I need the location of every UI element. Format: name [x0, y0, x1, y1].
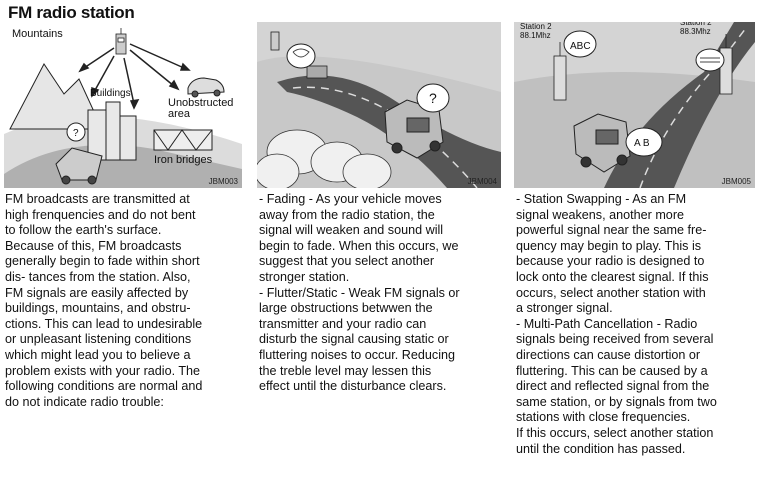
- buildings-shape: [87, 101, 137, 161]
- bubble-car-text: A B: [634, 138, 650, 149]
- obstructions-drawing: ?: [4, 28, 242, 188]
- illustration-fading: ? JBM004: [257, 22, 501, 188]
- page-title: FM radio station: [8, 3, 135, 22]
- question-mark: ?: [429, 90, 437, 106]
- tower-icon: [115, 28, 127, 55]
- bubble-left-text: ABC: [570, 41, 591, 52]
- tower-icon: [270, 31, 280, 51]
- svg-text:?: ?: [73, 128, 79, 139]
- text-column-swapping-multipath: - Station Swapping - As an FM signal wea…: [516, 192, 717, 456]
- figure-code: JBM003: [208, 177, 238, 186]
- trees-shape: [257, 129, 392, 188]
- text-column-intro: FM broadcasts are transmitted at high fr…: [5, 192, 203, 409]
- small-car-icon: [306, 65, 328, 79]
- illustration-station-swapping: ABC A B Station 2 88.1Mhz Station 2 88.3…: [514, 22, 755, 188]
- fading-drawing: ?: [257, 31, 501, 188]
- car-icon: [187, 77, 225, 98]
- label-station-right: Station 2 88.3Mhz: [680, 22, 712, 36]
- iron-bridge-shape: [153, 129, 213, 151]
- label-mountains: Mountains: [12, 28, 63, 40]
- label-buildings: Buildings: [90, 88, 131, 99]
- label-station-left: Station 2 88.1Mhz: [520, 22, 552, 40]
- figure-code: JBM004: [467, 177, 497, 186]
- swapping-drawing: ABC A B: [514, 22, 755, 188]
- tower-left-icon: [553, 42, 567, 101]
- label-unobstructed-area: Unobstructed area: [168, 97, 234, 120]
- figure-code: JBM005: [721, 177, 751, 186]
- label-iron-bridges: Iron bridges: [154, 154, 213, 166]
- car-icon: [573, 113, 631, 173]
- mountain-shape: [9, 63, 103, 130]
- car-icon: [384, 99, 444, 159]
- illustration-fm-obstructions: ? Mountains Buildings Unobstructed area …: [4, 24, 242, 188]
- text-column-fading-flutter: - Fading - As your vehicle moves away fr…: [259, 192, 460, 394]
- car-icon-2: [55, 147, 103, 185]
